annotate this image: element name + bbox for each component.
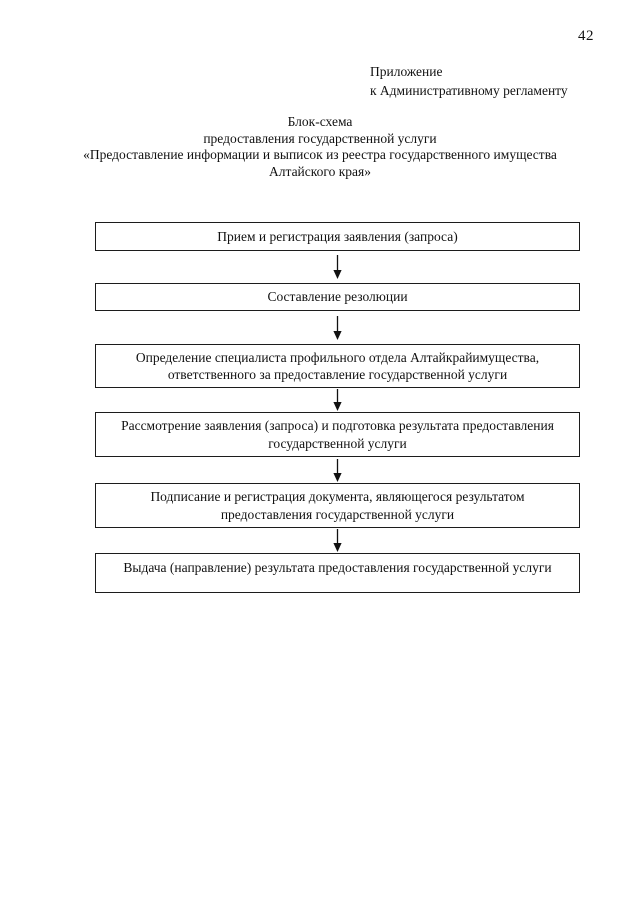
flow-step-box: Определение специалиста профильного отде… [95,344,580,388]
flow-step-box: Прием и регистрация заявления (запроса) [95,222,580,251]
flow-connector [95,528,580,553]
flow-step-box: Рассмотрение заявления (запроса) и подго… [95,412,580,457]
down-arrow-icon [333,458,342,482]
flow-step-box: Составление резолюции [95,283,580,311]
down-arrow-icon [333,389,342,411]
flow-step-box: Выдача (направление) результата предоста… [95,553,580,593]
title-line: Алтайского края» [269,163,371,179]
down-arrow-icon [333,255,342,279]
title-line: «Предоставление информации и выписок из … [83,147,557,162]
title-line: Блок-схема [287,114,353,129]
appendix-reference: Приложение к Административному регламент… [370,62,568,100]
flow-connector [95,251,580,283]
title-line: предоставления государственной услуги [203,130,437,146]
flowchart: Прием и регистрация заявления (запроса) … [95,222,580,593]
flow-connector [95,388,580,412]
page-number: 42 [578,28,594,44]
appendix-line: к Административному регламенту [370,83,568,98]
flow-step-box: Подписание и регистрация документа, явля… [95,483,580,528]
document-title: Блок-схема предоставления государственно… [30,114,610,180]
flow-connector [95,457,580,483]
down-arrow-icon [333,315,342,340]
flow-connector [95,311,580,344]
down-arrow-icon [333,529,342,552]
appendix-line: Приложение [370,64,443,79]
